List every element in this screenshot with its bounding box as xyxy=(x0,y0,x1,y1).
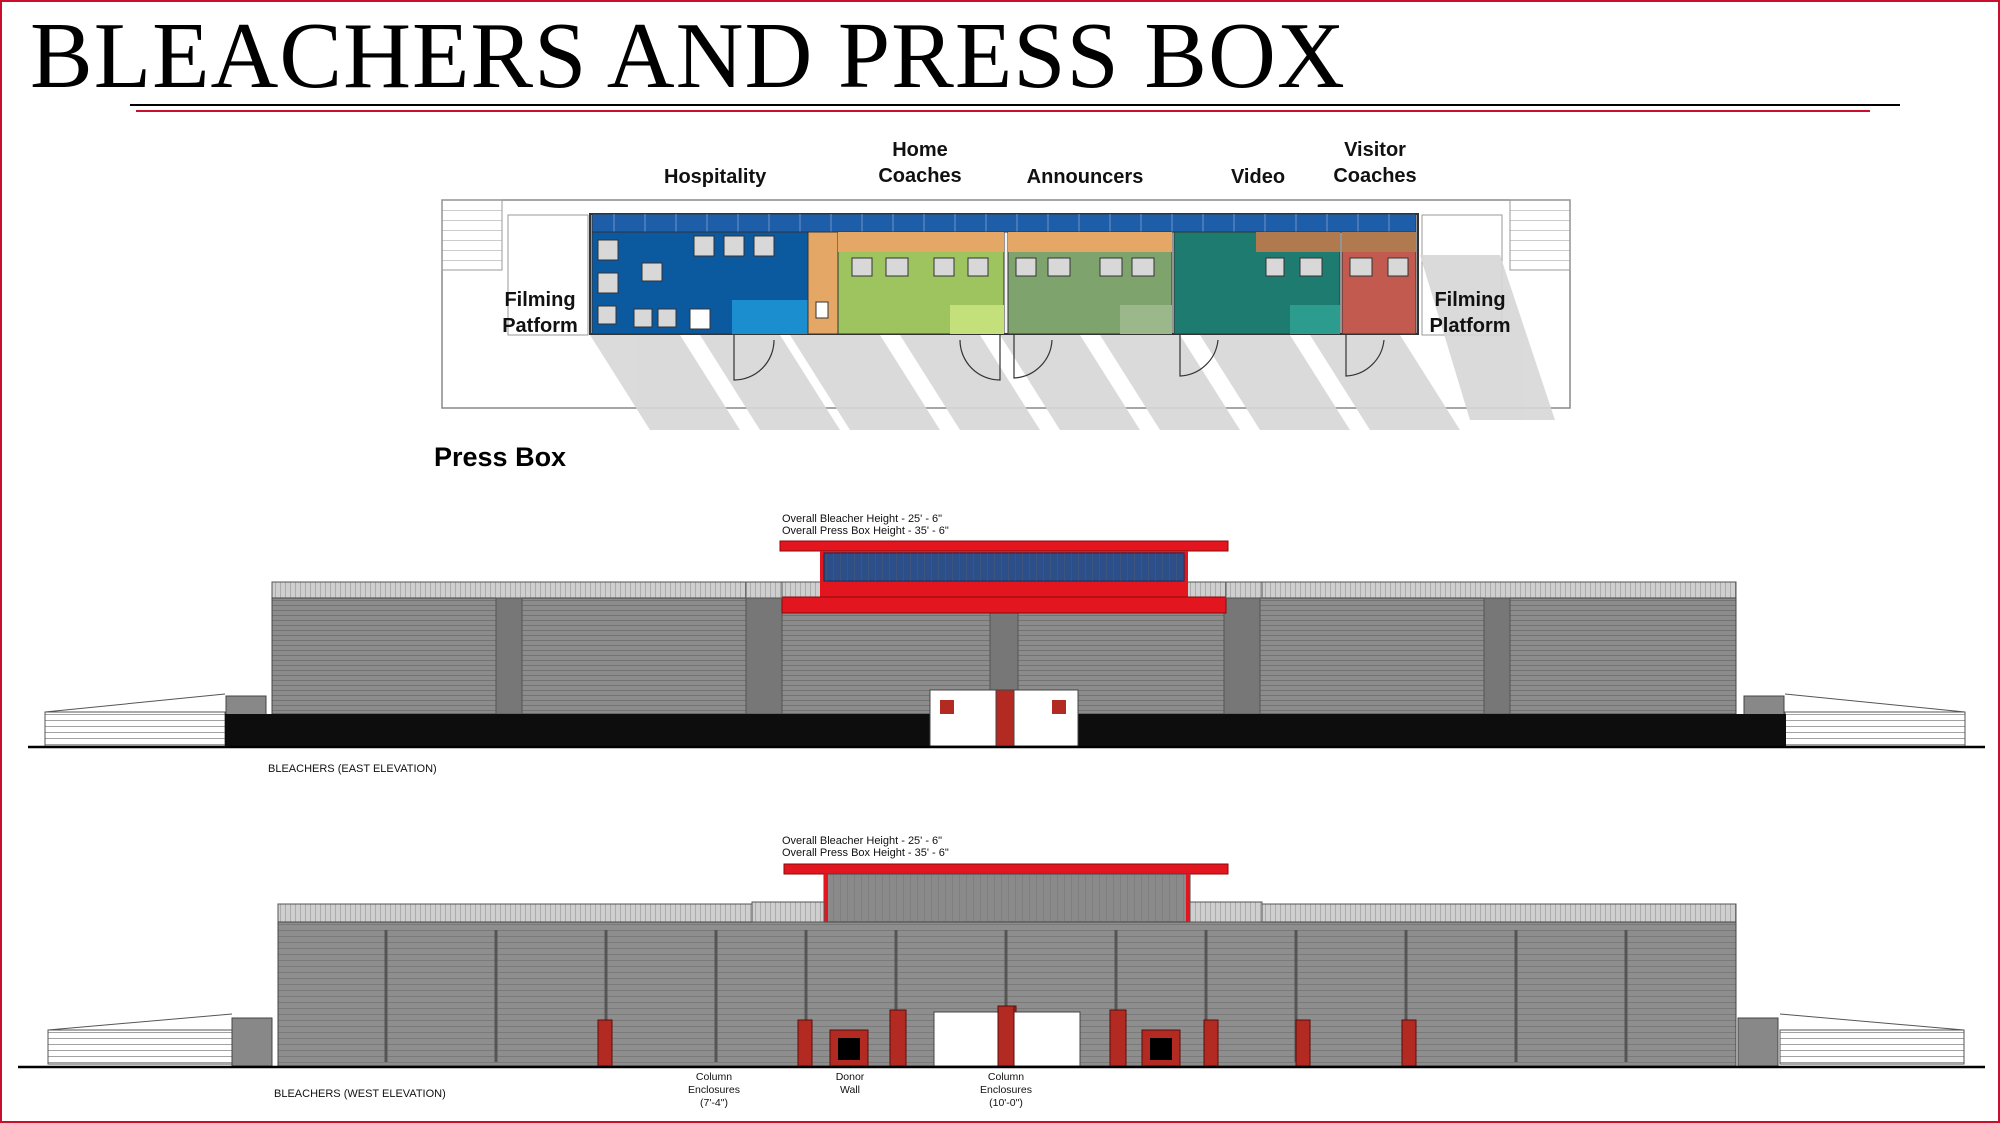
east-base-left xyxy=(225,714,973,746)
room-label-announcers: Announcers xyxy=(1026,166,1144,188)
east-pressbox-height-note: Overall Press Box Height - 35' - 6" xyxy=(782,525,949,537)
page-title: BLEACHERS AND PRESS BOX xyxy=(30,4,1346,108)
west-ramp-right xyxy=(1737,1013,1965,1067)
west-ramp-left xyxy=(47,1013,273,1067)
plan-rooms xyxy=(589,213,1419,381)
title-underline-red xyxy=(136,110,1870,112)
west-pressbox-roof xyxy=(783,863,1229,875)
east-bleacher-height-note: Overall Bleacher Height - 25' - 6" xyxy=(782,513,943,525)
west-elevation-caption: BLEACHERS (WEST ELEVATION) xyxy=(274,1088,446,1100)
press-box-caption: Press Box xyxy=(434,442,567,472)
west-pressbox-height-note: Overall Press Box Height - 35' - 6" xyxy=(782,847,949,859)
west-donor-walls xyxy=(829,1029,1181,1067)
room-label-video: Video xyxy=(1230,166,1286,188)
title-underline-black xyxy=(130,104,1900,106)
east-elevation-caption: BLEACHERS (EAST ELEVATION) xyxy=(268,763,437,775)
west-bleacher-height-note: Overall Bleacher Height - 25' - 6" xyxy=(782,835,943,847)
east-base-right xyxy=(1034,714,1786,746)
room-label-hospitality: Hospitality xyxy=(664,166,767,188)
